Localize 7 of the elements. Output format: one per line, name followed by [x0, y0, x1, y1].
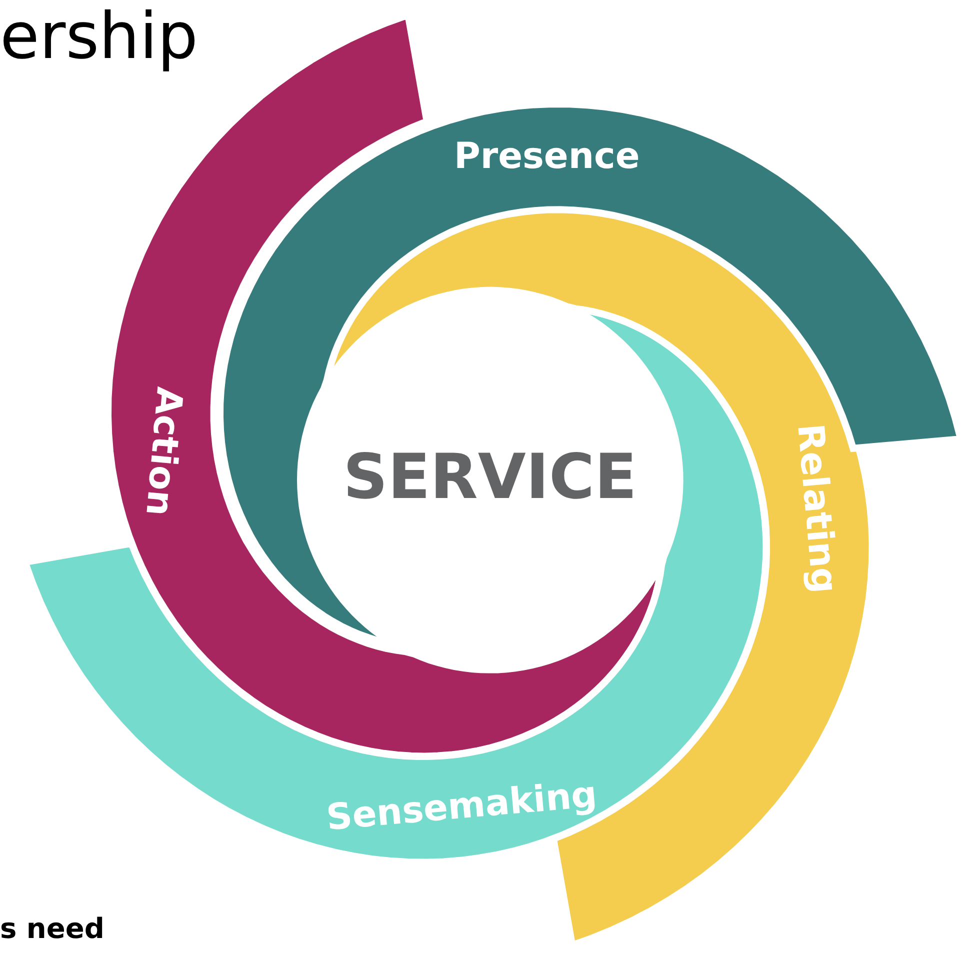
title-text: ership [0, 0, 198, 74]
band-label: Relating [788, 422, 844, 595]
center-label: SERVICE [340, 440, 640, 513]
body-text: s need [0, 912, 104, 945]
band-label: Sensemaking [324, 774, 598, 839]
band-label: Action [137, 385, 190, 518]
band-label: Presence [454, 136, 640, 178]
